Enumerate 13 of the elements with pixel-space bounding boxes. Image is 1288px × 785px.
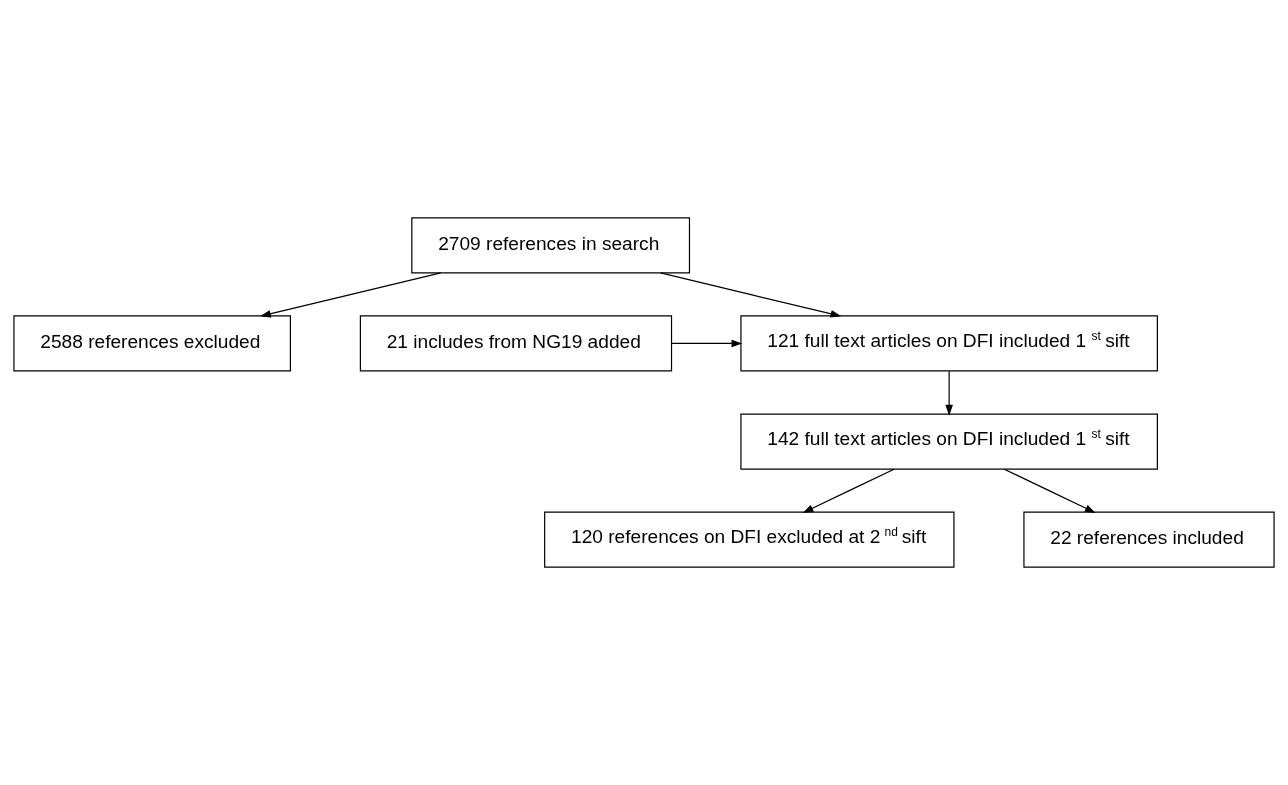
arrow [1003, 468, 1096, 513]
node-box: 120 references on DFI excluded at 2$^{nd}$ sift [544, 511, 955, 568]
node-box: 142 full text articles on DFI included 1$^{st}$ sift [740, 413, 1158, 470]
node-box: 22 references included [1023, 511, 1275, 568]
arrow [660, 272, 842, 318]
node-box: 2709 references in search [411, 217, 691, 274]
node-box: 21 includes from NG19 added [359, 315, 673, 372]
arrow [802, 468, 895, 513]
arrow [260, 272, 442, 318]
arrow [945, 370, 953, 416]
node-box: 121 full text articles on DFI included 1$^{st}$ sift [740, 315, 1158, 372]
arrow [671, 339, 743, 348]
node-box: 2588 references excluded [13, 315, 291, 372]
